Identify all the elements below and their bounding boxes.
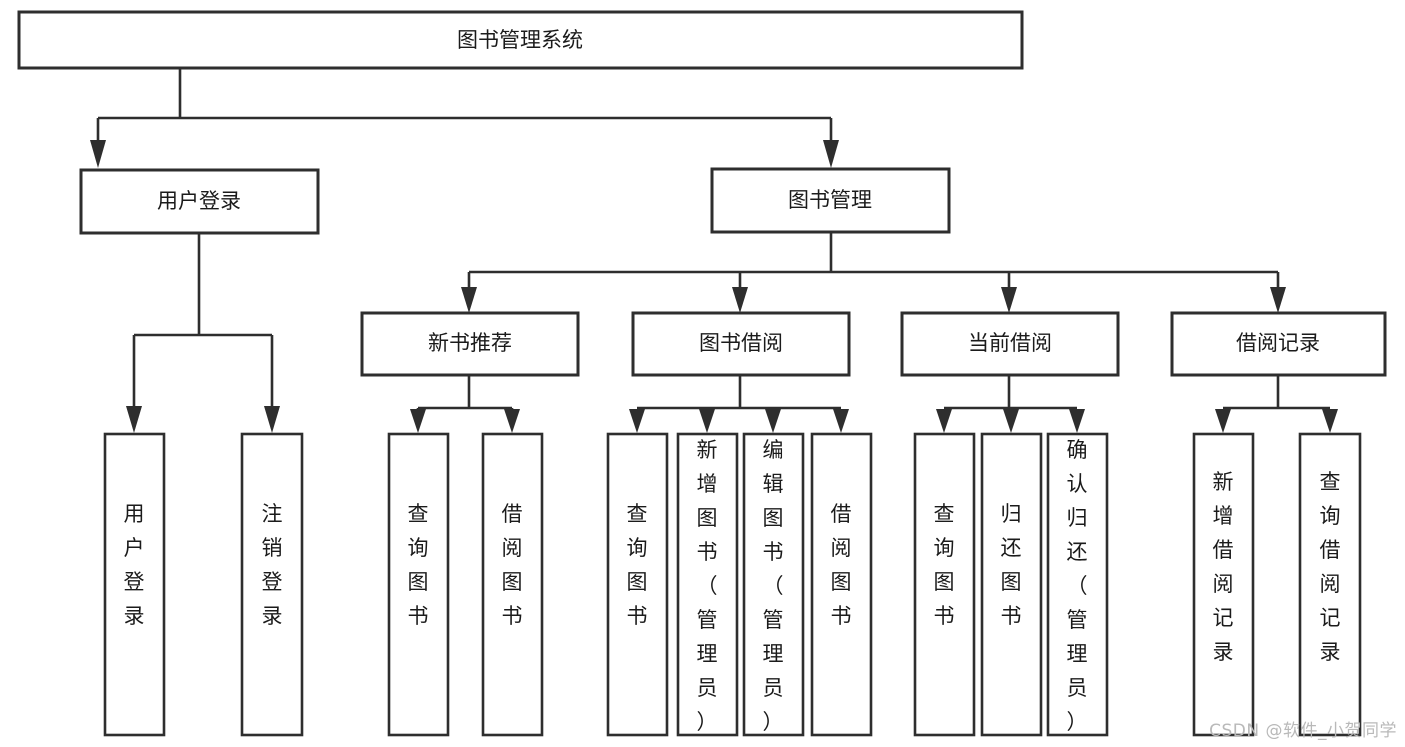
arrowhead-leaf-query-book-1 [410,409,426,433]
node-leaf-user-login-label: 用户登录 [124,502,145,628]
node-leaf-borrow-book-2-box[interactable] [810,432,873,737]
arrowhead-leaf-return-book [1003,409,1019,433]
node-leaf-query-record-label: 查询借阅记录 [1320,470,1341,664]
arrowhead-leaf-query-record [1322,409,1338,433]
node-leaf-query-book-2-box[interactable] [606,432,669,737]
node-new-book-recommend-box[interactable] [360,311,580,377]
node-new-book-recommend[interactable]: 新书推荐 [360,311,580,377]
node-leaf-borrow-book-2-label: 借阅图书 [831,502,852,628]
node-leaf-borrow-book-2[interactable]: 借阅图书 [810,432,873,737]
arrowhead-book-borrow [732,287,748,313]
edge-group-current-borrow-to-leaves [936,375,1085,433]
node-leaf-borrow-book-1-box[interactable] [481,432,544,737]
node-book-manage[interactable]: 图书管理 [710,167,951,234]
arrowhead-new-book-recommend [461,287,477,313]
node-current-borrow-label: 当前借阅 [968,331,1052,355]
node-leaf-query-book-3-label: 查询图书 [934,502,955,628]
edge-group-new-book-to-leaves [410,375,520,433]
edge-group-user-login-to-leaves [126,233,280,433]
node-leaf-edit-book-box[interactable] [742,432,805,737]
node-leaf-add-record[interactable]: 新增借阅记录 [1192,432,1255,737]
node-leaf-query-book-3-box[interactable] [913,432,976,737]
arrowhead-borrow-record [1270,287,1286,313]
node-leaf-query-book-1[interactable]: 查询图书 [387,432,450,737]
arrowhead-leaf-borrow-book-1 [504,409,520,433]
node-leaf-user-login[interactable]: 用户登录 [103,432,166,737]
node-leaf-user-login-box[interactable] [103,432,166,737]
node-leaf-logout[interactable]: 注销登录 [240,432,304,737]
node-book-borrow-label: 图书借阅 [699,331,783,355]
node-current-borrow[interactable]: 当前借阅 [900,311,1120,377]
node-current-borrow-box[interactable] [900,311,1120,377]
arrowhead-leaf-confirm-return [1069,409,1085,433]
arrowhead-leaf-logout [264,406,280,433]
node-leaf-query-book-3[interactable]: 查询图书 [913,432,976,737]
node-book-manage-label: 图书管理 [788,188,872,212]
node-book-borrow[interactable]: 图书借阅 [631,311,851,377]
arrowhead-leaf-edit-book [765,409,781,433]
node-leaf-query-book-1-box[interactable] [387,432,450,737]
node-leaf-confirm-return-label: 确认归还（管理员） [1067,438,1088,734]
node-leaf-return-book-box[interactable] [980,432,1043,737]
node-root-box[interactable] [17,10,1024,70]
node-borrow-record[interactable]: 借阅记录 [1170,311,1387,377]
node-book-borrow-box[interactable] [631,311,851,377]
arrowhead-leaf-add-record [1215,409,1231,433]
node-leaf-return-book-label: 归还图书 [1001,502,1022,628]
node-root[interactable]: 图书管理系统 [17,10,1024,70]
node-leaf-add-record-label: 新增借阅记录 [1213,470,1234,664]
arrowhead-leaf-add-book [699,409,715,433]
node-leaf-borrow-book-1-label: 借阅图书 [502,502,523,628]
arrowhead-user-login [90,140,106,168]
arrowhead-book-manage [823,140,839,168]
arrowhead-leaf-user-login [126,406,142,433]
edge-group-book-borrow-to-leaves [629,375,849,433]
node-leaf-add-book-box[interactable] [676,432,739,737]
node-book-manage-box[interactable] [710,167,951,234]
node-leaf-query-record-box[interactable] [1298,432,1362,737]
node-user-login[interactable]: 用户登录 [79,168,320,235]
node-leaf-return-book[interactable]: 归还图书 [980,432,1043,737]
node-leaf-query-book-2[interactable]: 查询图书 [606,432,669,737]
arrowhead-current-borrow [1001,287,1017,313]
arrowhead-leaf-query-book-2 [629,409,645,433]
node-leaf-add-record-box[interactable] [1192,432,1255,737]
node-leaf-add-book[interactable]: 新增图书（管理员） [676,432,739,737]
edge-group-root-to-level2 [90,68,839,168]
node-leaf-logout-box[interactable] [240,432,304,737]
node-leaf-edit-book-label: 编辑图书（管理员） [763,438,784,734]
node-leaf-edit-book[interactable]: 编辑图书（管理员） [742,432,805,737]
node-user-login-box[interactable] [79,168,320,235]
node-leaf-confirm-return-box[interactable] [1046,432,1109,737]
node-leaf-query-book-1-label: 查询图书 [408,502,429,628]
node-leaf-borrow-book-1[interactable]: 借阅图书 [481,432,544,737]
node-leaf-confirm-return[interactable]: 确认归还（管理员） [1046,432,1109,737]
edge-group-borrow-record-to-leaves [1215,375,1338,433]
arrowhead-leaf-borrow-book-2 [833,409,849,433]
node-leaf-query-record[interactable]: 查询借阅记录 [1298,432,1362,737]
node-borrow-record-label: 借阅记录 [1236,331,1320,355]
node-leaf-logout-label: 注销登录 [262,502,283,628]
node-user-login-label: 用户登录 [157,189,241,213]
arrowhead-leaf-query-book-3 [936,409,952,433]
node-leaf-add-book-label: 新增图书（管理员） [697,438,718,734]
node-borrow-record-box[interactable] [1170,311,1387,377]
node-leaf-query-book-2-label: 查询图书 [627,502,648,628]
node-root-label: 图书管理系统 [457,28,583,52]
edge-group-book-manage-to-level3 [461,232,1286,313]
node-new-book-recommend-label: 新书推荐 [428,331,512,355]
